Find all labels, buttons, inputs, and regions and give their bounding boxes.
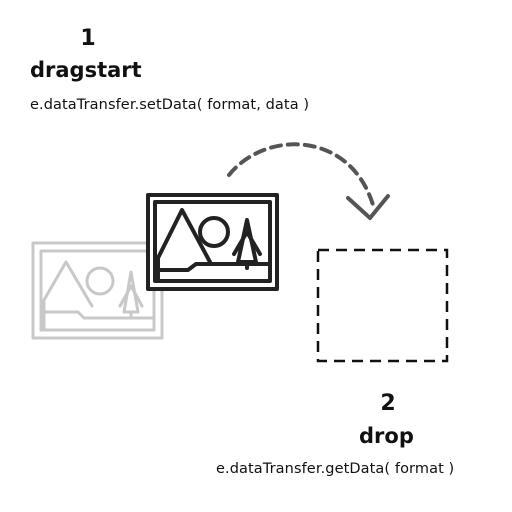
step-1-number: 1: [80, 26, 96, 51]
curved-arrow-icon: [227, 142, 390, 220]
step-2-number: 2: [380, 391, 396, 416]
ghost-image-icon: [31, 241, 164, 340]
step-2-code: e.dataTransfer.getData( format ): [216, 461, 455, 477]
step-1-title: dragstart: [30, 58, 142, 82]
step-1-code: e.dataTransfer.setData( format, data ): [30, 97, 310, 113]
step-2-title: drop: [359, 424, 414, 448]
drop-zone[interactable]: [316, 248, 449, 363]
dragged-image-icon[interactable]: [146, 193, 279, 291]
